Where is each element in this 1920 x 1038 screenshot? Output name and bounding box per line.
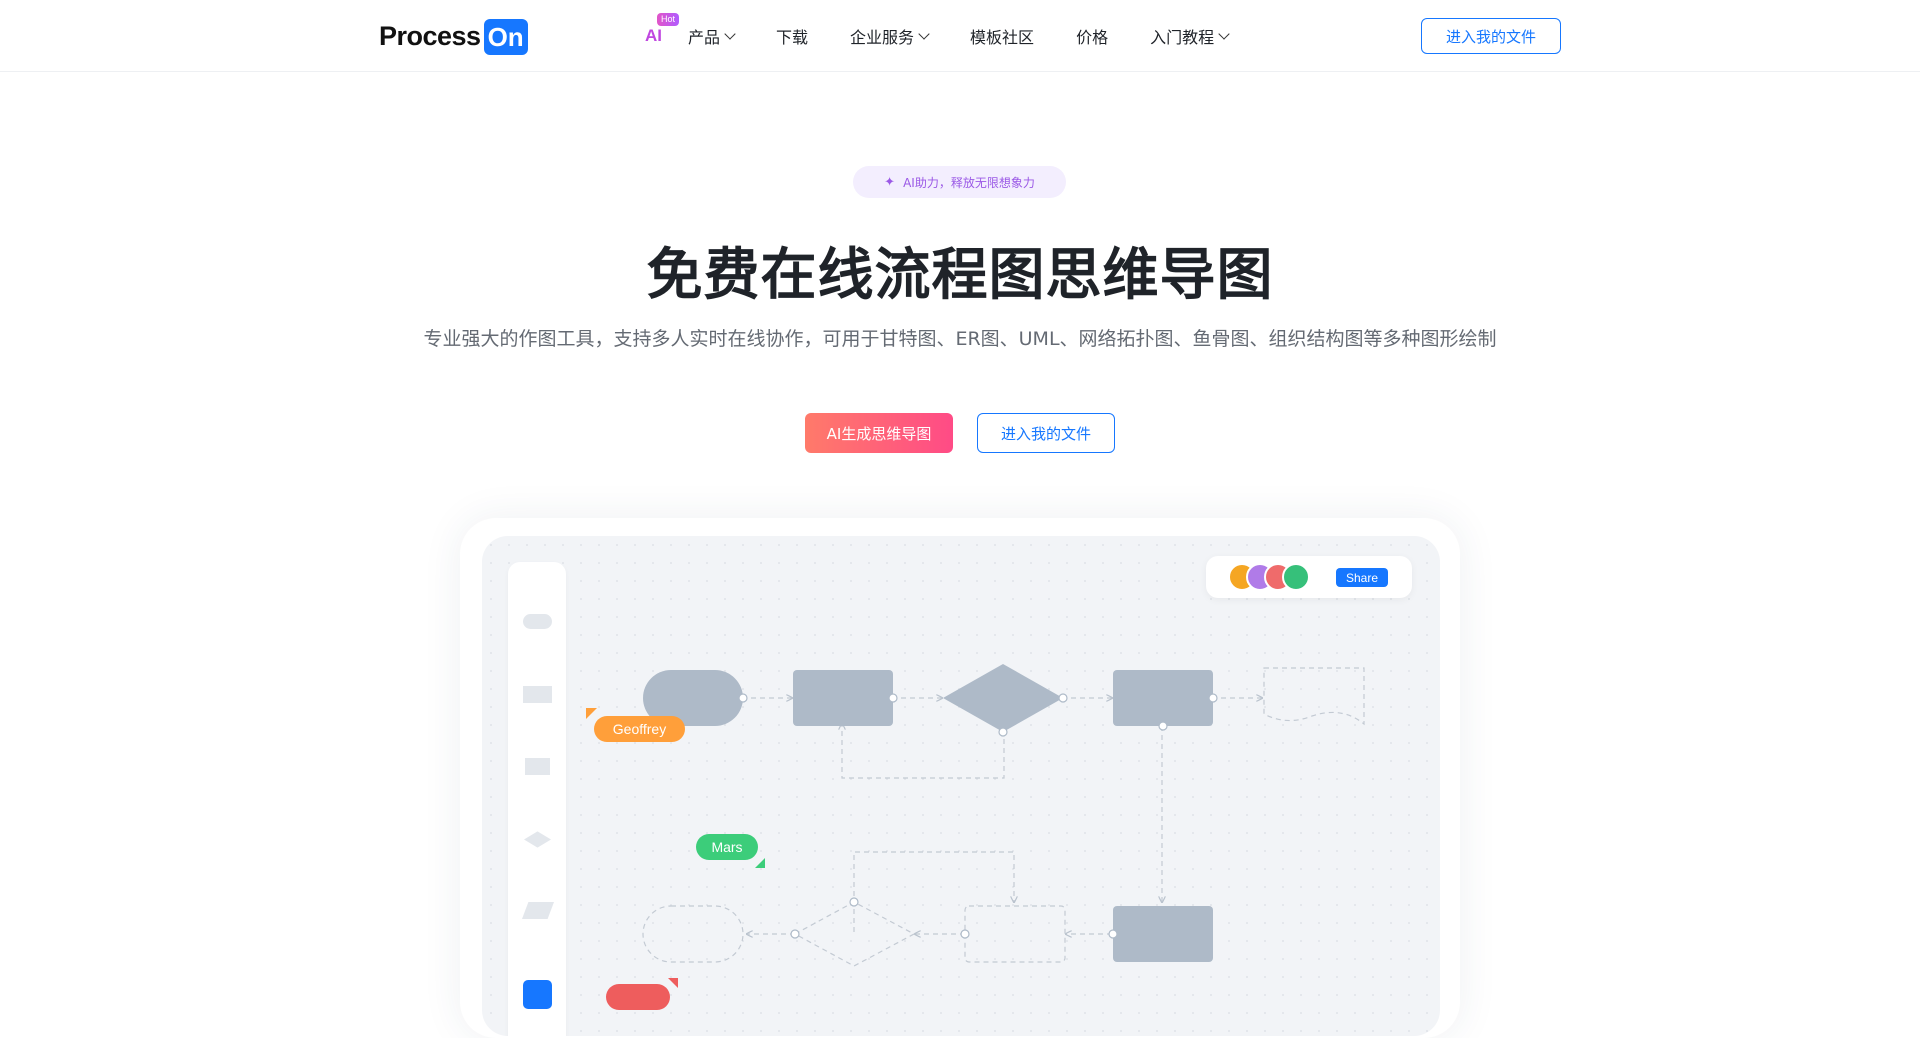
rounded-shape-icon — [523, 614, 552, 629]
diagram-canvas-preview: Share Geoffrey Mars — [482, 536, 1440, 1036]
shape-toolbar — [508, 562, 566, 1036]
ai-promo-badge[interactable]: ✦ AI助力，释放无限想象力 — [853, 166, 1066, 198]
nav-item-product[interactable]: 产品 — [688, 24, 736, 48]
badge-text: AI助力，释放无限想象力 — [903, 175, 1035, 190]
avatar — [1282, 563, 1310, 591]
nav-item-templates[interactable]: 模板社区 — [970, 24, 1034, 48]
rectangle-shape-icon — [523, 686, 552, 703]
nav-item-ai[interactable]: AI Hot — [645, 13, 680, 46]
nav-item-label: 价格 — [1076, 28, 1109, 47]
cursor-pointer-icon — [755, 858, 765, 868]
nav-item-enterprise[interactable]: 企业服务 — [850, 24, 930, 48]
square-shape-icon — [525, 758, 550, 775]
top-navbar: Process On AI Hot 产品 下载 企业服务 模板社区 价格 入门教… — [0, 0, 1920, 72]
nav-item-label: 企业服务 — [850, 28, 915, 47]
nav-item-pricing[interactable]: 价格 — [1076, 24, 1108, 48]
main-nav: AI Hot 产品 下载 企业服务 模板社区 价格 入门教程 — [645, 0, 1270, 72]
nav-item-label: 模板社区 — [970, 28, 1035, 47]
nav-item-tutorial[interactable]: 入门教程 — [1150, 24, 1230, 48]
processon-logo[interactable]: Process On — [379, 18, 528, 55]
nav-item-label: 入门教程 — [1150, 28, 1215, 47]
nav-item-label: 下载 — [776, 28, 809, 47]
hot-badge: Hot — [657, 13, 680, 26]
collaborator-tag-geoffrey: Geoffrey — [594, 716, 685, 742]
collaboration-bar: Share — [1206, 556, 1412, 598]
chevron-down-icon — [1218, 27, 1230, 40]
nav-item-download[interactable]: 下载 — [776, 24, 808, 48]
hero-my-files-button[interactable]: 进入我的文件 — [977, 413, 1115, 453]
diamond-shape-icon — [524, 831, 551, 848]
collaborator-tag-mars: Mars — [696, 834, 758, 860]
logo-text: Process — [379, 21, 481, 51]
collaborator-tag — [606, 984, 670, 1010]
chevron-down-icon — [918, 27, 930, 40]
flowchart-diagram — [642, 664, 1365, 967]
logo-badge: On — [483, 18, 528, 55]
nav-ai-label: AI — [645, 26, 662, 45]
chevron-down-icon — [724, 27, 736, 40]
parallelogram-shape-icon — [522, 902, 554, 919]
hero-subtitle: 专业强大的作图工具，支持多人实时在线协作，可用于甘特图、ER图、UML、网络拓扑… — [423, 328, 1497, 350]
nav-item-label: 产品 — [688, 28, 721, 47]
share-button[interactable]: Share — [1336, 568, 1388, 587]
cursor-pointer-icon — [668, 978, 678, 988]
cursor-pointer-icon — [586, 708, 597, 719]
ai-generate-mindmap-button[interactable]: AI生成思维导图 — [805, 413, 953, 453]
sparkle-icon: ✦ — [884, 174, 896, 190]
hero-title: 免费在线流程图思维导图 — [646, 243, 1274, 308]
my-files-button[interactable]: 进入我的文件 — [1421, 18, 1561, 54]
